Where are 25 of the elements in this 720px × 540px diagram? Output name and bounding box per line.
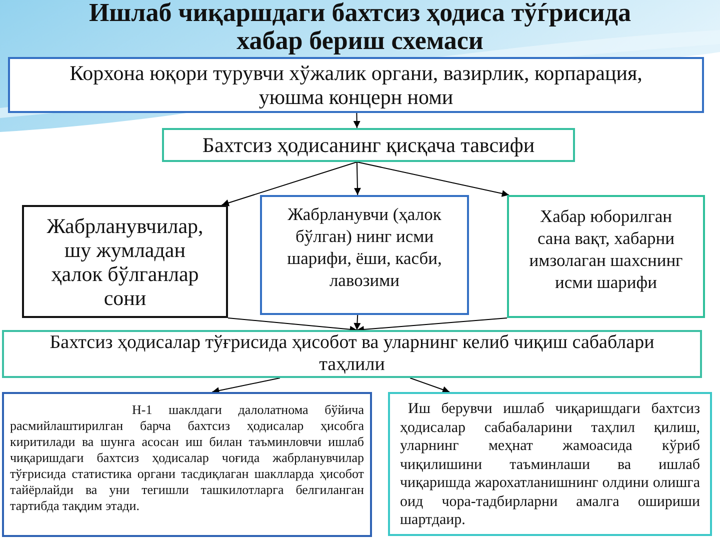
- box-text: Бахтсиз ҳодисалар тўғрисида ҳисобот ва уларнинг келиб чиқиш сабаблари таҳлили: [48, 332, 656, 376]
- arrow: [228, 318, 358, 333]
- text-box: [22, 205, 228, 318]
- arrow: [354, 162, 361, 196]
- box-text: Жабрланувчи (ҳалок бўлган) нинг исми шарифи, ёши, касби, лавозими: [286, 203, 443, 291]
- arrow: [356, 318, 508, 333]
- box-text: Н-1 шаклдаги далолатнома бўйича расмийлаштирилган барча бахтсиз ҳодисалар ҳисобга киритилади ва шунга асосан иш билан таъминловчи ишлаб чиқаришдаги бахтсиз ҳодисалар чоғида жабрланувчилар тўғрисида статистика органи тасдиқлаган шаклларда ҳисобот тайёрлайди ва уни тегишли ташкилотларга белгиланган тартибда тақдим этади.: [10, 402, 364, 514]
- box-text: Корхона юқори турувчи хўжалик органи, вазирлик, корпарация, уюшма концерн номи: [68, 61, 644, 109]
- box-text: Жабрланувчилар, шу жумладан ҳалок бўлганлар сони: [46, 214, 204, 310]
- text-box: [2, 392, 372, 537]
- box-text: Хабар юборилган сана вақт, хабарни имзолаган шахснинг исми шарифи: [528, 205, 684, 293]
- arrow: [221, 162, 358, 206]
- text-box: [162, 128, 575, 162]
- text-box: [260, 195, 469, 315]
- arrow: [356, 162, 510, 197]
- box-text: Иш берувчи ишлаб чиқаришдаги бахтсиз ҳодисалар сабабаларини таҳлил қилиш, уларнинг меҳнат жамоасида кўриб чиқилишини таъминлаши ва ишлаб чиқаришда жарохатланишнинг олдини олишга оид чора-тадбирларни амалга ошириши шартдаир.: [400, 400, 700, 530]
- arrow: [354, 314, 361, 330]
- title: Ишлаб чиқаршдаги бахтсиз ҳодиса тўѓрисида хабар бериш схемаси: [88, 0, 632, 55]
- arrow: [212, 378, 280, 394]
- box-text: Бахтсиз ҳодисанинг қисқача тавсифи: [201, 133, 536, 157]
- text-box: [507, 195, 705, 318]
- text-box: [8, 57, 704, 113]
- text-box: [388, 392, 712, 536]
- text-box: [2, 330, 702, 378]
- arrow: [353, 112, 360, 128]
